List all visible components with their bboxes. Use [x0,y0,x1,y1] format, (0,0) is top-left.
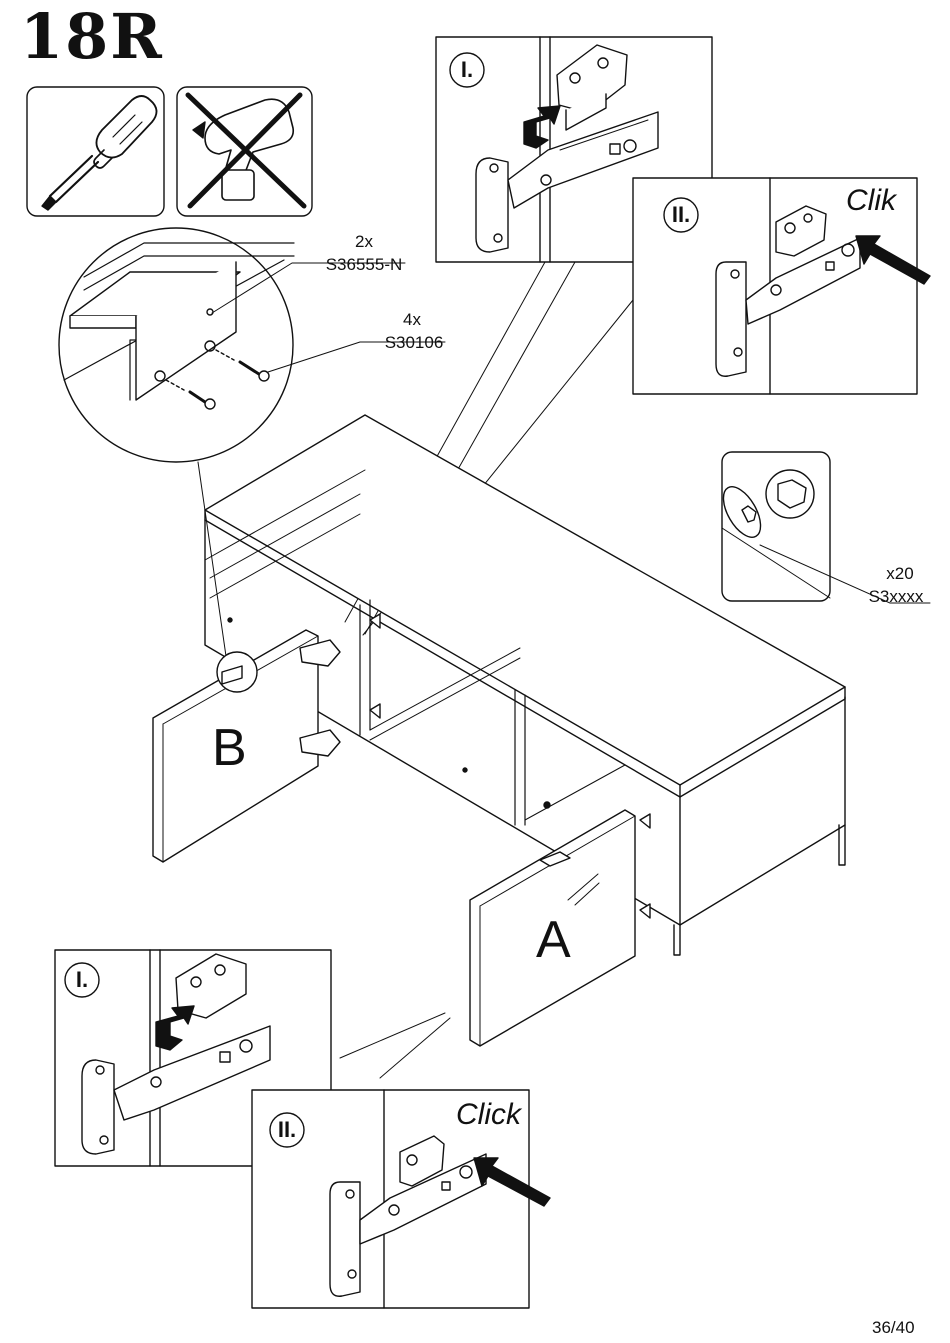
top-step1-label: I. [460,57,474,82]
screw-part-code: S30106 [384,333,444,352]
bracket-leader-line [211,262,406,314]
door-b [152,629,341,863]
push-arrow-icon [855,235,931,285]
door-b-label: B [212,719,247,777]
rotate-arrow-icon [523,105,561,149]
screwdriver-panel [26,86,165,217]
door-a [469,809,636,1047]
screwdriver-icon [41,95,158,211]
hinge-top-step2-panel [632,177,931,395]
bracket-quantity: 2x [355,232,373,251]
no-drill-panel [176,86,313,217]
bottom-hinge-pointer-lines [339,1012,451,1079]
bottom-click-text: Click [456,1098,521,1131]
hinge-arm-icon [475,111,659,253]
hinge-cover-quantity: x20 [886,564,914,583]
bracket-detail-circle [58,227,295,463]
top-click-text: Clik [846,184,896,217]
bracket-part-code: S36555-N [325,255,403,274]
cabinet-drawing [204,414,846,956]
step-number: 18R [20,0,164,73]
bottom-step1-label: I. [75,967,89,992]
screw-icon [188,360,270,410]
hinge-plate-icon [556,44,628,131]
hinge-cover-part-code: S3xxxx [868,587,924,606]
hinge-cover-detail-panel [721,451,831,602]
hinge-bottom-step1-panel [54,949,332,1167]
detail-pointer-line [197,461,229,671]
screw-leader-line [267,341,446,373]
screw-quantity: 4x [403,310,421,329]
bottom-step2-label: II. [277,1117,297,1142]
page-number: 36/40 [872,1318,915,1337]
hinge-assembled-icon [715,205,861,377]
drill-crossed-out-icon [185,92,307,209]
hinge-top-step1-panel [435,36,713,263]
top-step2-label: II. [671,202,691,227]
door-a-label: A [536,911,571,969]
hinge-bottom-step2-panel [251,1089,551,1309]
